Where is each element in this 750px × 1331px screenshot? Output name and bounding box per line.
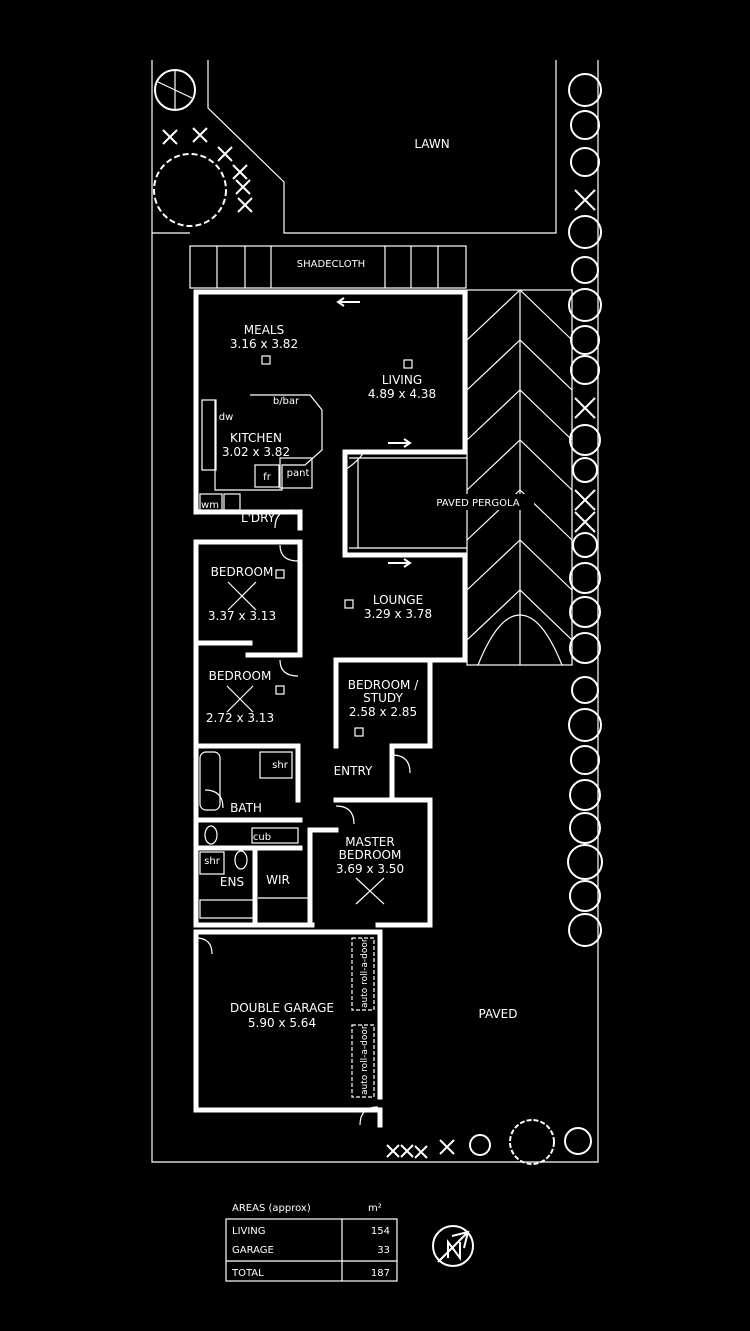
bedroom2-size: 2.72 x 3.13 — [206, 711, 274, 725]
bedroom2-fan — [226, 685, 254, 713]
wir-label: WIR — [266, 873, 290, 887]
living-name: LIVING — [382, 373, 422, 387]
areas-row-total-value: 187 — [371, 1268, 390, 1279]
laundry-fittings — [199, 493, 241, 511]
lawn-label: LAWN — [414, 137, 449, 151]
roll-door-label-1: auto roll-a-door — [360, 938, 370, 1008]
shadecloth-label: SHADECLOTH — [297, 259, 365, 270]
door-swings — [195, 449, 411, 1126]
lounge-name: LOUNGE — [373, 593, 423, 607]
lot-boundary — [151, 60, 599, 1163]
paved-label: PAVED — [479, 1007, 518, 1021]
areas-row-garage-label: GARAGE — [232, 1245, 274, 1256]
kitchen-fittings — [201, 394, 323, 491]
front-plants — [386, 1119, 592, 1165]
cub-label: cub — [253, 832, 271, 843]
areas-row-garage-value: 33 — [377, 1245, 390, 1256]
garage-name: DOUBLE GARAGE — [230, 1001, 334, 1015]
north-arrow-icon — [432, 1225, 474, 1267]
bedroom2-name: BEDROOM — [209, 669, 272, 683]
study-name1: BEDROOM / — [348, 678, 419, 692]
wm-label: wm — [201, 500, 219, 511]
pergola — [349, 289, 573, 666]
areas-row-living-value: 154 — [371, 1226, 390, 1237]
bedroom1-fan — [227, 581, 257, 611]
shr-label-2: shr — [204, 856, 221, 867]
lounge-size: 3.29 x 3.78 — [364, 607, 432, 621]
hedge-trees — [567, 73, 603, 947]
garage-doors — [351, 937, 375, 1098]
ldry-label: L'DRY — [241, 511, 276, 525]
ens-label: ENS — [220, 875, 244, 889]
study-name2: STUDY — [363, 691, 403, 705]
dw-label: dw — [219, 412, 234, 423]
entry-label: ENTRY — [334, 764, 373, 778]
kitchen-size: 3.02 x 3.82 — [222, 445, 290, 459]
bath-label: BATH — [230, 801, 262, 815]
pant-label: pant — [287, 468, 310, 479]
bbar-label: b/bar — [273, 396, 300, 407]
roll-door-label-2: auto roll-a-door — [360, 1025, 370, 1095]
garage-size: 5.90 x 5.64 — [248, 1016, 316, 1030]
areas-unit: m² — [368, 1203, 382, 1214]
areas-title: AREAS (approx) — [232, 1203, 311, 1214]
meals-size: 3.16 x 3.82 — [230, 337, 298, 351]
walls — [193, 289, 468, 1128]
master-name1: MASTER — [345, 835, 394, 849]
kitchen-name: KITCHEN — [230, 431, 282, 445]
paved-pergola-label: PAVED PERGOLA — [436, 498, 519, 509]
shr-label-1: shr — [272, 760, 289, 771]
bath-fittings — [199, 751, 310, 919]
bedroom1-name: BEDROOM — [211, 565, 274, 579]
master-fan — [355, 877, 385, 905]
areas-table: AREAS (approx) m² LIVING 154 GARAGE 33 T… — [225, 1203, 398, 1282]
areas-row-total-label: TOTAL — [231, 1268, 264, 1279]
shadecloth-structure — [189, 245, 467, 289]
meals-name: MEALS — [244, 323, 284, 337]
room-markers — [261, 355, 413, 737]
master-size: 3.69 x 3.50 — [336, 862, 404, 876]
master-name2: BEDROOM — [339, 848, 402, 862]
sliding-arrows — [336, 297, 412, 568]
garden-plants — [153, 69, 253, 227]
living-size: 4.89 x 4.38 — [368, 387, 436, 401]
bedroom1-size: 3.37 x 3.13 — [208, 609, 276, 623]
study-size: 2.58 x 2.85 — [349, 705, 417, 719]
areas-row-living-label: LIVING — [232, 1226, 266, 1237]
fr-label: fr — [263, 472, 272, 483]
